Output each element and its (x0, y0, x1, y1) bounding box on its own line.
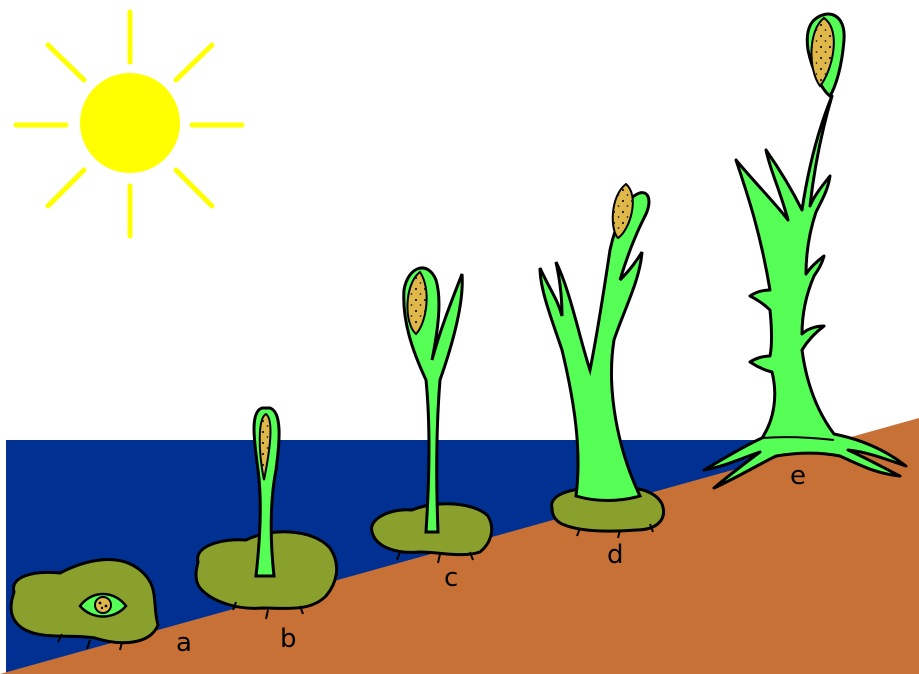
stage-label-c: c (444, 565, 458, 591)
stage-label-e: e (790, 463, 806, 489)
stage-label-a: a (176, 630, 192, 656)
sporophyte-e (704, 96, 906, 488)
stage-label-b: b (280, 626, 297, 652)
stage-e-plant (704, 14, 906, 488)
stage-label-d: d (607, 542, 624, 568)
sun-icon (16, 12, 242, 236)
stage-c-plant (372, 268, 492, 563)
